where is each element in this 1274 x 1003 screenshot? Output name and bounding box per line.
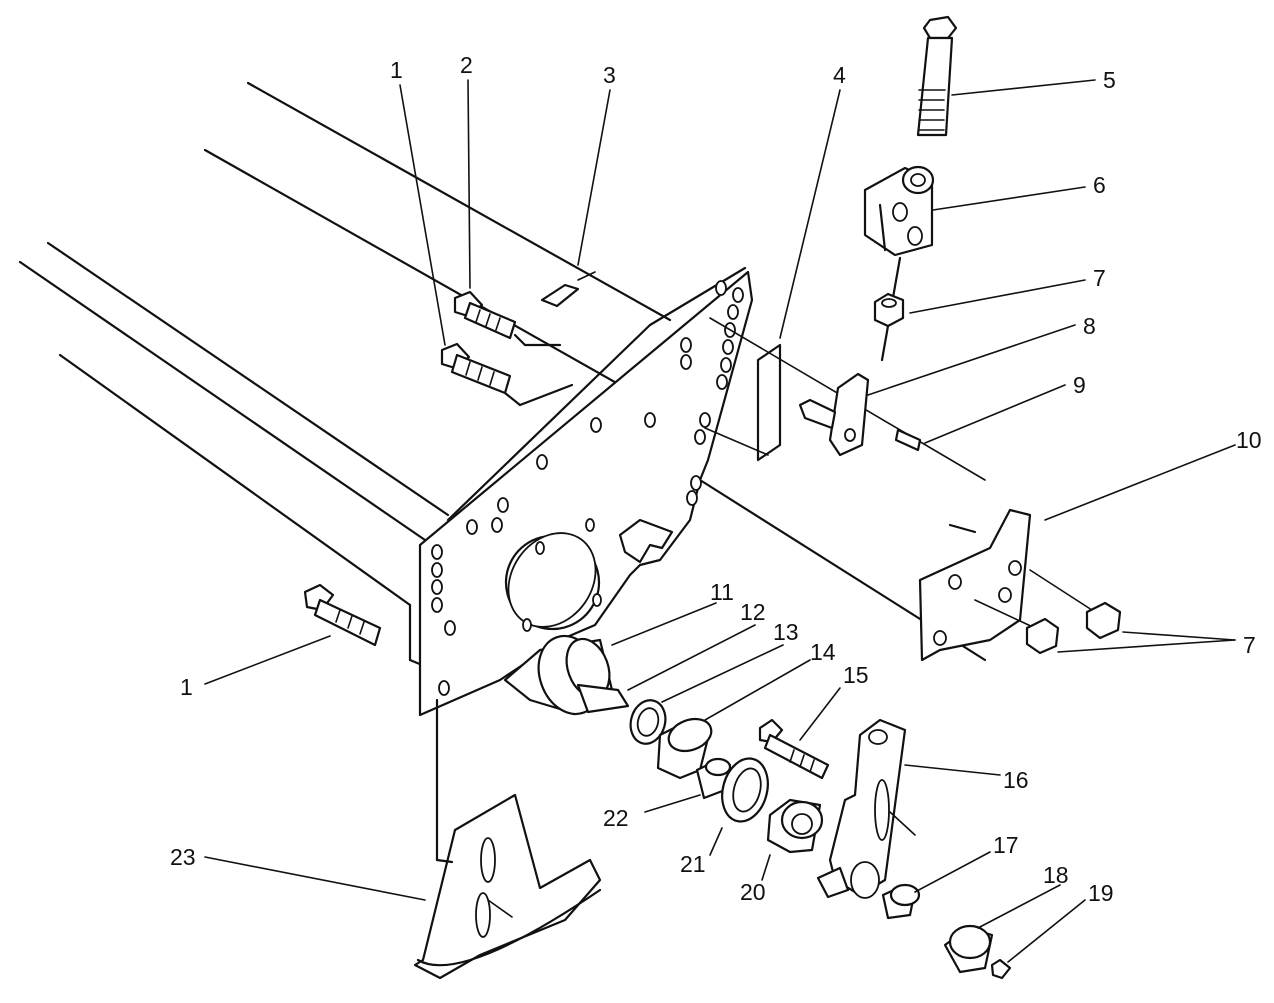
callout-12: 12	[740, 599, 766, 625]
skid-shoe-23	[413, 698, 602, 980]
callout-13: 13	[773, 619, 799, 645]
bushing-17	[881, 883, 921, 920]
bearing-hub	[503, 634, 630, 716]
callout-1-top: 1	[390, 57, 403, 83]
callout-11: 11	[710, 579, 734, 605]
nut-7-lower-a	[1085, 601, 1122, 640]
callout-9: 9	[1073, 372, 1086, 398]
callout-23: 23	[170, 844, 196, 870]
callout-1-bottom: 1	[180, 674, 193, 700]
callout-22: 22	[603, 805, 629, 831]
callout-6: 6	[1093, 172, 1106, 198]
bracket-10	[918, 508, 1096, 662]
callout-3: 3	[603, 62, 616, 88]
callout-21: 21	[680, 851, 706, 877]
clevis-6	[863, 165, 935, 362]
callout-16: 16	[1003, 767, 1029, 793]
strip-4	[704, 317, 986, 481]
frame-rails	[18, 81, 987, 667]
arm-16	[816, 718, 916, 899]
callout-labels: 1 2 3 4 5 6 7 8 9 10 1 7 11 12 13 14 15 …	[170, 52, 1262, 906]
callout-4: 4	[833, 62, 846, 88]
bearing-20	[766, 798, 824, 854]
callout-17: 17	[993, 832, 1019, 858]
bolt-15	[758, 718, 830, 780]
callout-14: 14	[810, 639, 836, 665]
callout-7-top: 7	[1093, 265, 1106, 291]
sleeve-14	[656, 717, 713, 780]
bolt-2	[453, 290, 562, 347]
callout-10: 10	[1236, 427, 1262, 453]
washer-13	[629, 699, 667, 745]
bolt-5	[916, 15, 958, 137]
pin-9	[894, 428, 922, 452]
nut-7-lower-b	[1025, 617, 1060, 655]
callout-7-bottom: 7	[1243, 632, 1256, 658]
bolt-1-lower	[303, 583, 382, 647]
callout-19: 19	[1088, 880, 1114, 906]
callout-15: 15	[843, 662, 869, 688]
bracket-8	[798, 372, 870, 457]
side-plate	[418, 266, 754, 717]
fitting-19	[990, 958, 1012, 980]
callout-18: 18	[1043, 862, 1069, 888]
pin-3	[540, 271, 596, 308]
nut-7-upper	[873, 292, 905, 328]
plate-holes	[431, 280, 744, 696]
callout-5: 5	[1103, 67, 1116, 93]
callout-2: 2	[460, 52, 473, 78]
sleeve-18	[943, 924, 994, 974]
callout-8: 8	[1083, 313, 1096, 339]
bolt-1-upper	[440, 342, 574, 407]
callout-20: 20	[740, 879, 766, 905]
washer-21	[721, 757, 769, 823]
leader-lines	[204, 79, 1236, 963]
